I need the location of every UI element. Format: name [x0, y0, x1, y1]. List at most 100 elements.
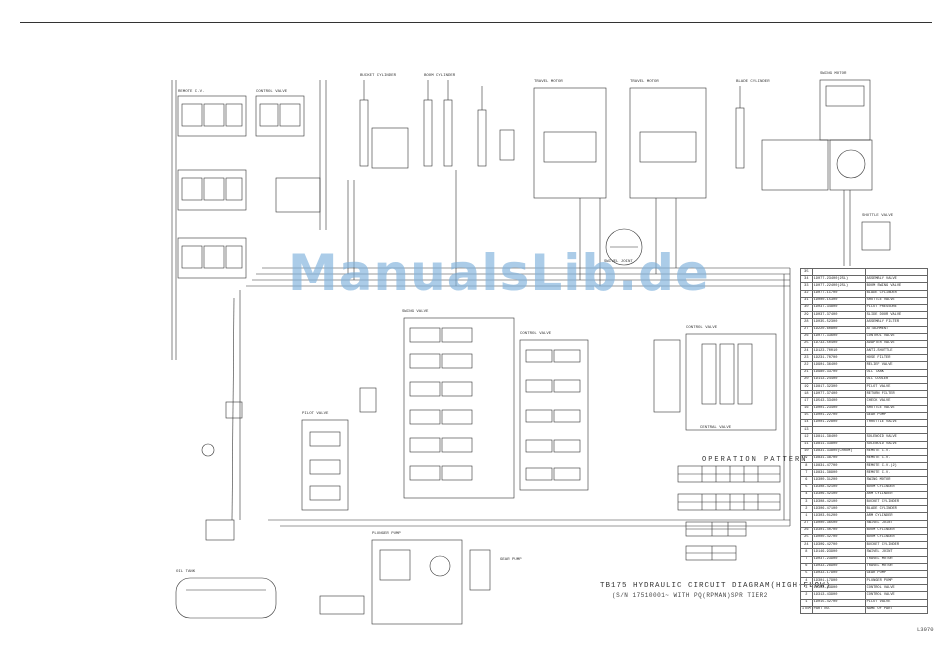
parts-cell-part: 19831-38700: [811, 454, 866, 464]
parts-cell-part: 19001-22800: [811, 418, 866, 428]
parts-cell-part: 19901-36400: [811, 361, 866, 370]
parts-cell-no: 10: [800, 447, 813, 456]
parts-cell-name: REMOTE C.V.: [864, 469, 929, 478]
table-row: 13: [800, 426, 929, 435]
parts-cell-no: 19: [800, 382, 813, 392]
parts-cell-name: BOOM CYLINDER: [864, 526, 929, 535]
parts-cell-name: NAME OF PART: [864, 605, 929, 615]
parts-cell-name: BLADE CYLINDER: [864, 505, 929, 514]
svg-text:CENTRAL VALVE: CENTRAL VALVE: [700, 426, 732, 430]
parts-cell-name: GEAR PUMP: [864, 569, 929, 579]
parts-cell-part: 19811-33800: [811, 440, 866, 449]
parts-cell-name: CONTROL VALVE: [864, 591, 929, 600]
parts-cell-part: 19033-28900: [811, 562, 866, 571]
svg-text:SHUTTLE VALVE: SHUTTLE VALVE: [862, 214, 894, 218]
parts-cell-part: 19077-33600: [811, 332, 866, 341]
parts-cell-part: 19113-24400: [811, 375, 866, 385]
parts-cell-name: ADAPTER VALVE: [864, 339, 929, 349]
svg-text:REMOTE C.V.: REMOTE C.V.: [178, 90, 204, 94]
parts-cell-part: 19980-33700: [811, 368, 866, 377]
parts-cell-name: BLADE CYLINDER: [864, 289, 929, 298]
parts-cell-part: 19308-42100: [811, 483, 866, 492]
parts-cell-name: ARM CYLINDER: [864, 490, 929, 500]
parts-cell-part: 19000-42700: [811, 533, 866, 543]
parts-cell-name: SWING MOTOR: [864, 476, 929, 485]
parts-cell-no: 12: [800, 433, 813, 442]
parts-cell-part: 19037-34800: [811, 303, 866, 313]
svg-text:BOOM CYLINDER: BOOM CYLINDER: [424, 74, 456, 78]
parts-cell-no: 33: [800, 282, 813, 291]
parts-cell-no: 2: [800, 591, 813, 600]
parts-cell-no: 17: [800, 397, 813, 406]
parts-cell-no: 30: [800, 303, 813, 313]
parts-cell-part: 19303-01200: [811, 512, 866, 521]
parts-cell-name: ASSEMBLY VALVE: [864, 275, 929, 284]
parts-cell-part: 19300-31200: [811, 476, 866, 485]
parts-cell-no: 6: [800, 476, 813, 485]
parts-cell-no: 15: [800, 411, 813, 420]
parts-cell-part: 19543-33400: [811, 397, 866, 406]
svg-text:BUCKET CYLINDER: BUCKET CYLINDER: [360, 74, 397, 78]
svg-text:SWING MOTOR: SWING MOTOR: [820, 72, 847, 76]
parts-cell-no: 9: [800, 454, 813, 464]
parts-cell-no: 22: [800, 361, 813, 370]
svg-text:SWING VALVE: SWING VALVE: [402, 310, 429, 314]
parts-cell-part: [811, 267, 866, 277]
parts-cell-no: 8: [800, 462, 813, 471]
parts-cell-part: 19037-37400: [811, 311, 866, 320]
parts-cell-name: THROTTLE VALVE: [864, 418, 929, 428]
parts-cell-no: ITEM: [800, 605, 813, 615]
svg-text:CONTROL VALVE: CONTROL VALVE: [520, 332, 552, 336]
parts-cell-name: SLIDE DOOR VALVE: [864, 311, 929, 320]
parts-cell-no: 3: [800, 497, 813, 507]
parts-cell-no: 29: [800, 311, 813, 320]
parts-cell-name: [864, 426, 929, 435]
parts-cell-name: PILOT PRESSURE: [864, 303, 929, 313]
parts-cell-part: 19306-42100: [811, 490, 866, 500]
parts-cell-name: REMOTE C.V.(2): [864, 462, 929, 471]
parts-cell-name: TRAVEL MOTOR: [864, 555, 929, 564]
parts-cell-part: 19308-42100: [811, 497, 866, 507]
parts-cell-part: 19000-36500: [811, 519, 866, 528]
parts-cell-no: 1: [800, 598, 813, 607]
diagram-title: TB175 HYDRAULIC CIRCUIT DIAGRAM(HIGH-FLO…: [600, 582, 832, 590]
parts-cell-part: 19077-22400(2SL): [811, 282, 866, 291]
parts-cell-no: 28: [800, 318, 813, 327]
parts-cell-part: 19015-42700: [811, 598, 866, 607]
parts-cell-name: TRAVEL MOTOR: [864, 562, 929, 571]
parts-cell-no: 25: [800, 533, 813, 543]
parts-cell-no: 35: [800, 267, 813, 277]
parts-cell-no: 13: [800, 426, 813, 435]
parts-cell-no: 8: [800, 548, 813, 557]
parts-cell-no: 20: [800, 375, 813, 385]
parts-cell-part: 19035-52300: [811, 318, 866, 327]
parts-cell-no: 31: [800, 296, 813, 305]
parts-cell-name: ASSEMBLY FILTER: [864, 318, 929, 327]
svg-text:BLADE CYLINDER: BLADE CYLINDER: [736, 80, 770, 84]
parts-cell-name: OIL COOLER: [864, 375, 929, 385]
parts-cell-name: RETURN FILTER: [864, 390, 929, 399]
